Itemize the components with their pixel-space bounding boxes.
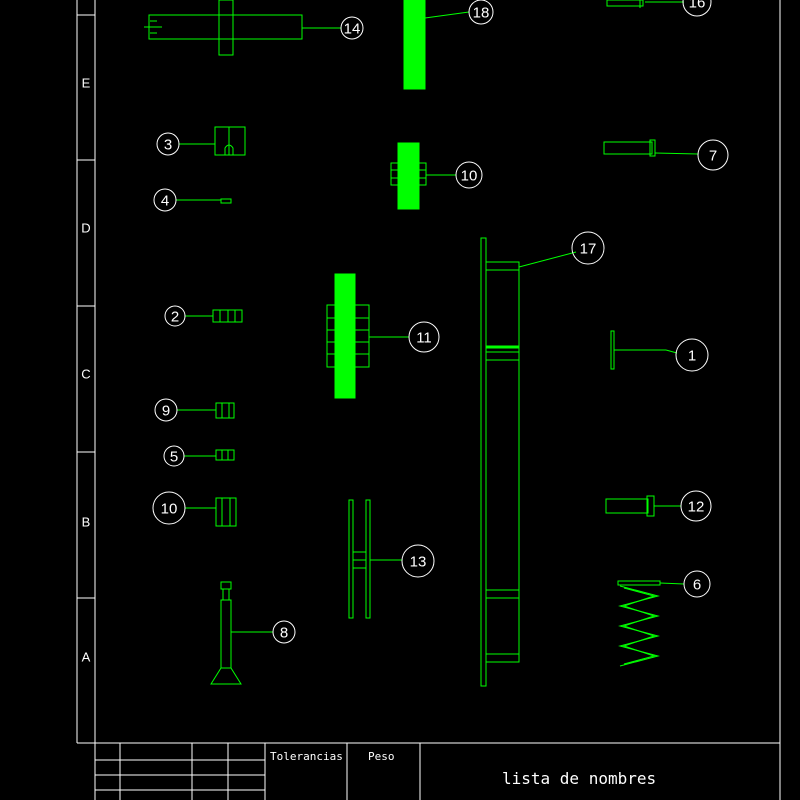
leader-lines	[176, 1, 699, 633]
zone-label-b: B	[82, 515, 91, 530]
part-3-block	[214, 126, 246, 156]
part-1-t-pin	[610, 330, 666, 370]
balloon-circles	[152, 0, 729, 644]
part-13-pulley	[348, 499, 371, 619]
part-14-shaft	[144, 0, 303, 56]
zone-label-c: C	[81, 367, 90, 382]
part-17-frame	[480, 237, 520, 687]
balloon-8: 8	[280, 625, 288, 642]
part-10-gear-upper	[390, 142, 427, 210]
zone-label-d: D	[81, 221, 90, 236]
balloon-17: 17	[580, 241, 597, 258]
balloon-10-upper: 10	[461, 168, 478, 185]
tolerancias-label: Tolerancias	[270, 750, 343, 763]
balloon-3: 3	[164, 137, 172, 154]
balloon-5: 5	[170, 449, 178, 466]
balloon-9: 9	[162, 403, 170, 420]
balloon-2: 2	[171, 309, 179, 326]
balloon-labels: 14 18 16 3 4 10 7 17 2 11 1 9 5 10 12 13…	[161, 0, 718, 642]
title-block	[95, 743, 421, 800]
part-11-gear-large	[326, 273, 370, 399]
zone-label-a: A	[82, 650, 91, 665]
balloon-11: 11	[416, 330, 432, 347]
balloon-12: 12	[688, 499, 705, 516]
balloon-4: 4	[161, 193, 169, 210]
balloon-10-lower: 10	[161, 501, 178, 518]
part-7-bolt	[603, 139, 656, 157]
balloon-14: 14	[344, 21, 361, 38]
part-6-spring	[617, 580, 661, 667]
part-10-lower	[215, 497, 237, 527]
zone-labels: E D C B A	[81, 76, 90, 665]
balloon-13: 13	[410, 554, 427, 571]
part-16	[606, 0, 644, 8]
balloon-6: 6	[693, 577, 701, 594]
peso-label: Peso	[368, 750, 395, 763]
part-18-bar	[403, 0, 426, 90]
drawing-title: lista de nombres	[502, 769, 656, 788]
balloon-18: 18	[473, 5, 490, 22]
balloon-7: 7	[709, 148, 717, 165]
part-9	[215, 402, 235, 419]
zone-label-e: E	[82, 76, 91, 91]
part-4-pin	[220, 198, 232, 204]
balloon-16: 16	[689, 0, 706, 12]
balloon-1: 1	[688, 348, 696, 365]
drawing-frame	[76, 0, 781, 800]
part-8-stand	[210, 581, 242, 685]
part-5	[215, 449, 235, 461]
